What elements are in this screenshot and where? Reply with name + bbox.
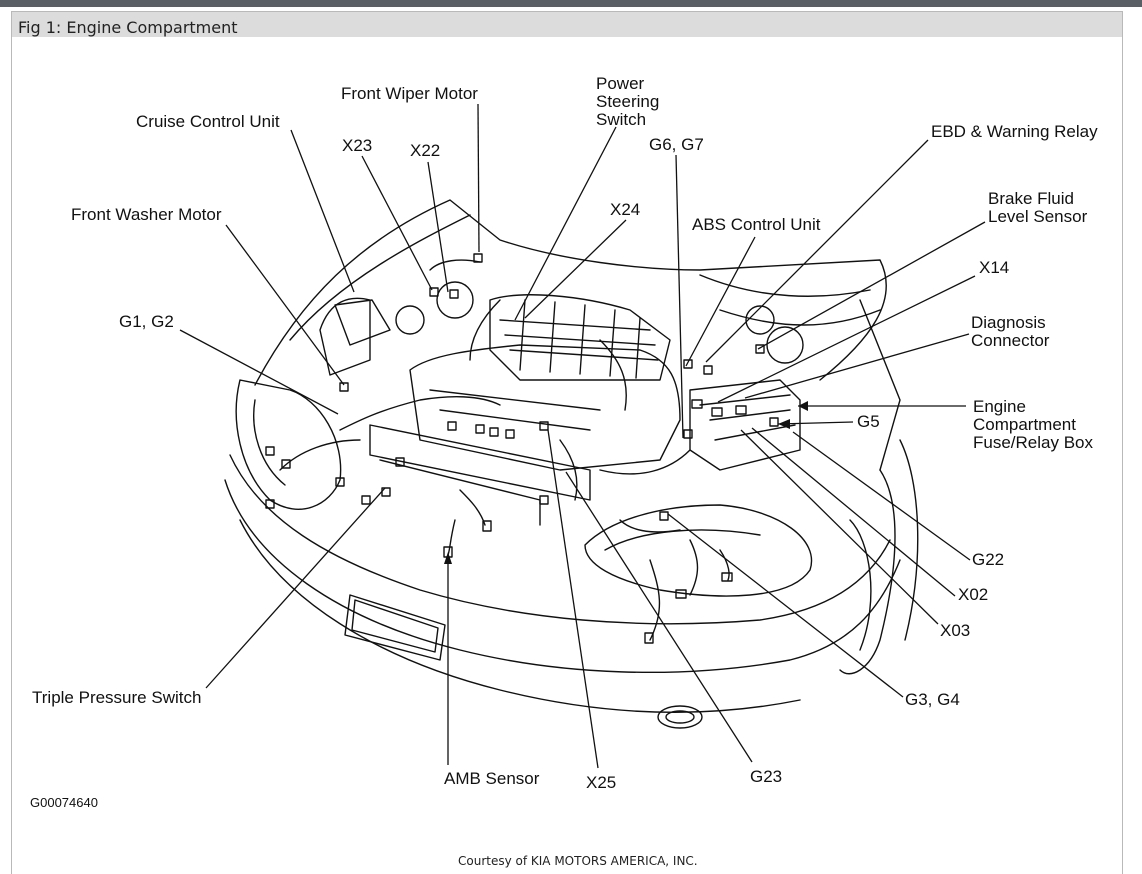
label-x23: X23 (342, 136, 372, 155)
label-power-steering-2: Steering (596, 92, 659, 111)
label-x02: X02 (958, 585, 988, 604)
label-front-wiper-motor: Front Wiper Motor (341, 84, 478, 103)
figure-caption: Fig 1: Engine Compartment (18, 18, 238, 37)
leader-g6-g7 (675, 154, 684, 439)
leader-ebd-relay (705, 139, 929, 363)
label-x03: X03 (940, 621, 970, 640)
leader-front-wiper-motor (477, 103, 480, 253)
label-g1-g2: G1, G2 (119, 312, 174, 331)
label-cruise-control-unit: Cruise Control Unit (136, 112, 280, 131)
leader-x02 (751, 427, 956, 597)
leader-g1-g2 (179, 329, 339, 415)
label-g3-g4: G3, G4 (905, 690, 960, 709)
label-abs-control-unit: ABS Control Unit (692, 215, 821, 234)
label-brake-fluid-2: Level Sensor (988, 207, 1088, 226)
leader-x14 (717, 275, 976, 403)
leader-g22 (792, 431, 971, 561)
leader-x23 (361, 155, 433, 291)
leader-x25 (547, 429, 599, 769)
window-top-strip (0, 0, 1142, 7)
label-diagnosis-1: Diagnosis (971, 313, 1046, 332)
callout-labels: Front Wiper Motor Power Steering Switch … (32, 74, 1098, 792)
leader-x22 (427, 161, 449, 293)
leader-lines (179, 103, 986, 769)
label-fuse-box-2: Compartment (973, 415, 1076, 434)
label-power-steering-1: Power (596, 74, 645, 93)
label-g5: G5 (857, 412, 880, 431)
leader-brake-fluid-sensor (757, 221, 986, 350)
label-ebd-warning-relay: EBD & Warning Relay (931, 122, 1098, 141)
leader-g3-g4 (667, 513, 904, 698)
label-g6-g7: G6, G7 (649, 135, 704, 154)
label-fuse-box-3: Fuse/Relay Box (973, 433, 1093, 452)
label-triple-pressure-switch: Triple Pressure Switch (32, 688, 201, 707)
label-g23: G23 (750, 767, 782, 786)
label-x25: X25 (586, 773, 616, 792)
figure-caption-bar: Fig 1: Engine Compartment (12, 12, 1122, 37)
label-fuse-box-1: Engine (973, 397, 1026, 416)
leader-triple-pressure-switch (205, 487, 386, 689)
leader-g23 (565, 471, 753, 763)
leader-x24 (524, 219, 627, 319)
figure-panel: Fig 1: Engine Compartment (11, 11, 1123, 874)
leader-cruise-control-unit (290, 129, 355, 293)
car-drawing (224, 199, 919, 729)
leader-abs-control-unit (685, 236, 756, 367)
label-power-steering-3: Switch (596, 110, 646, 129)
image-credit: Courtesy of KIA MOTORS AMERICA, INC. (458, 854, 698, 868)
label-x14: X14 (979, 258, 1009, 277)
leader-diagnosis-connector (744, 333, 970, 399)
leader-arrowheads (444, 401, 808, 564)
label-front-washer-motor: Front Washer Motor (71, 205, 222, 224)
leader-power-steering-switch (514, 126, 617, 321)
leader-front-washer-motor (225, 224, 345, 386)
image-code: G00074640 (30, 795, 98, 810)
leader-g5 (777, 421, 854, 425)
label-brake-fluid-1: Brake Fluid (988, 189, 1074, 208)
label-amb-sensor: AMB Sensor (444, 769, 540, 788)
label-diagnosis-2: Connector (971, 331, 1050, 350)
label-x22: X22 (410, 141, 440, 160)
leader-x03 (740, 429, 939, 625)
label-x24: X24 (610, 200, 640, 219)
label-g22: G22 (972, 550, 1004, 569)
